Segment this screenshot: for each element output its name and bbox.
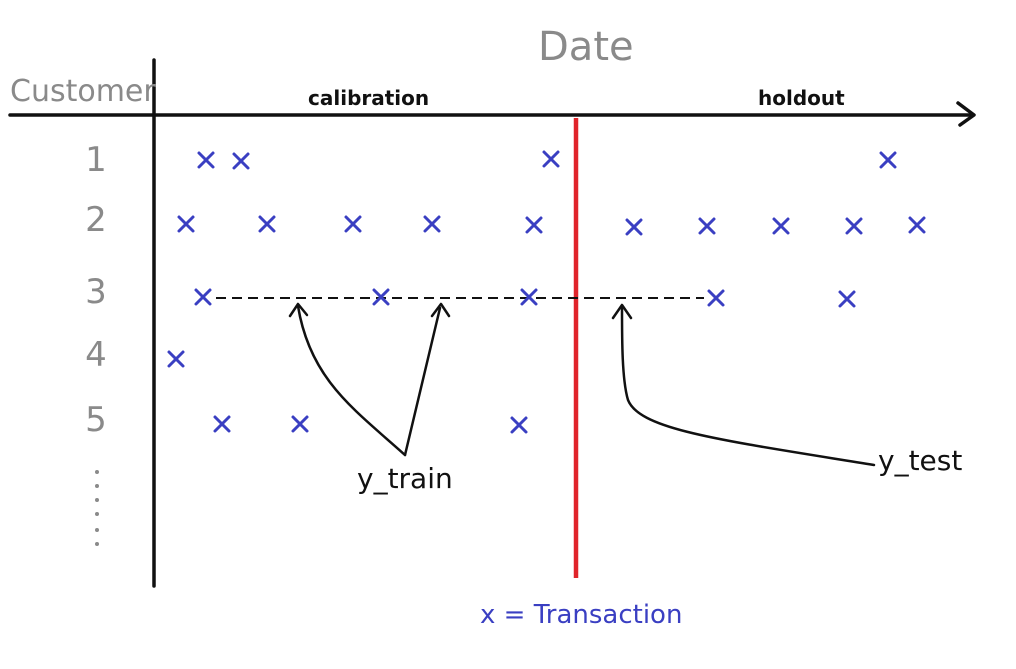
transaction-marker: [707, 289, 725, 307]
y-train-arrow-left: [296, 304, 407, 457]
transaction-marker: [197, 151, 215, 169]
transaction-marker: [525, 216, 543, 234]
transaction-marker: [177, 215, 195, 233]
chart-title: Date: [538, 24, 634, 70]
row-label-customer-2: 2: [85, 200, 107, 240]
calibration-period-label: calibration: [308, 86, 430, 110]
y-train-arrowhead-left: [288, 302, 309, 318]
y-train-arrowhead-right: [430, 302, 451, 318]
legend: x = Transaction: [480, 600, 682, 630]
y-test-arrow: [620, 306, 876, 467]
y-axis-label: Customer: [10, 74, 156, 109]
more-rows-ellipsis: [95, 470, 99, 546]
transaction-marker: [698, 217, 716, 235]
transaction-markers: [167, 150, 926, 434]
transaction-marker: [879, 151, 897, 169]
transaction-marker: [772, 217, 790, 235]
transaction-marker: [908, 216, 926, 234]
transaction-marker: [845, 217, 863, 235]
transaction-marker: [520, 288, 538, 306]
transaction-marker: [194, 288, 212, 306]
transaction-marker: [542, 150, 560, 168]
holdout-period-label: holdout: [758, 86, 845, 110]
y-train-arrow-right: [403, 306, 442, 457]
transaction-marker: [510, 416, 528, 434]
row-label-customer-4: 4: [85, 335, 107, 375]
transaction-marker: [167, 350, 185, 368]
x-axis-arrowhead: [956, 101, 976, 127]
legend-marker: x: [480, 600, 496, 630]
transaction-marker: [372, 288, 390, 306]
y-test-arrowhead: [611, 303, 633, 320]
transaction-marker: [258, 215, 276, 233]
transaction-marker: [625, 218, 643, 236]
transaction-marker: [232, 152, 250, 170]
y-train-label: y_train: [357, 462, 453, 495]
row-label-customer-5: 5: [85, 400, 107, 440]
y-test-label: y_test: [878, 444, 963, 477]
transaction-marker: [344, 215, 362, 233]
legend-text: = Transaction: [503, 600, 683, 630]
transaction-marker: [838, 290, 856, 308]
row-label-customer-1: 1: [85, 140, 107, 180]
row-label-customer-3: 3: [85, 272, 107, 312]
transaction-marker: [423, 215, 441, 233]
transaction-marker: [213, 415, 231, 433]
transaction-marker: [291, 415, 309, 433]
